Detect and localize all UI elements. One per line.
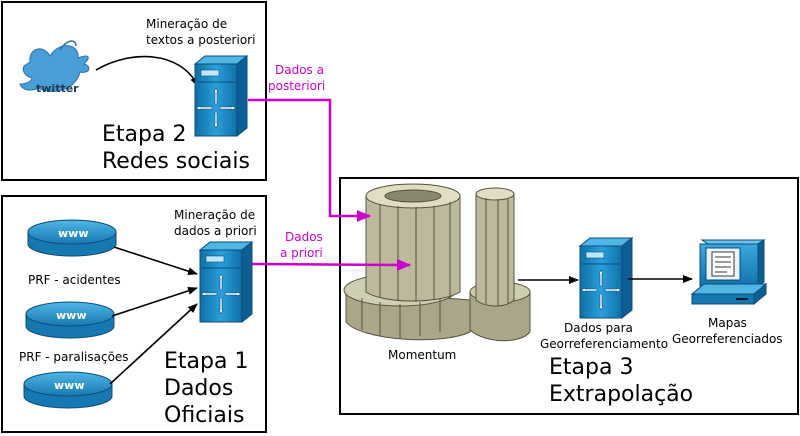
stage2-mining-line1: Mineração de: [146, 17, 227, 31]
www-badge: www: [58, 227, 89, 240]
source1-arrow: [113, 246, 198, 276]
twitter-bird-icon: twitter: [19, 40, 90, 95]
georef-label-line2: Georreferenciamento: [540, 337, 668, 351]
stage1-mining-line2: dados a priori: [174, 224, 257, 238]
www-badge: www: [54, 379, 85, 392]
posteriori-label-line1: Dados a: [275, 63, 324, 77]
momentum-label: Momentum: [388, 348, 456, 362]
stage1-title-line2: Dados: [164, 376, 233, 401]
stage2-server-icon: [193, 54, 249, 138]
priori-label-line1: Dados: [285, 230, 323, 244]
source3-arrow: [109, 303, 198, 385]
www-badge: www: [56, 309, 87, 322]
www-source-icon: www: [25, 301, 115, 339]
twitter-to-server-arrow: [95, 55, 199, 87]
maps-label-line1: Mapas: [708, 316, 747, 330]
maps-workstation-icon: [690, 239, 768, 306]
stage1-server-icon: [198, 240, 254, 324]
twitter-wordmark: twitter: [36, 82, 79, 95]
priori-label-line2: a priori: [280, 246, 323, 260]
georef-label-line1: Dados para: [564, 321, 633, 335]
momentum-supercomputer-icon: [343, 183, 531, 342]
www-source-icon: www: [23, 371, 113, 409]
priori-flow-arrow: [251, 258, 411, 271]
source2-arrow: [111, 287, 198, 317]
posteriori-label-line2: posteriori: [268, 79, 325, 93]
stage1-title-line1: Etapa 1: [164, 349, 248, 374]
stage3-title-line2: Extrapolação: [549, 382, 693, 407]
source-label-paralisacoes: PRF - paralisações: [19, 350, 129, 364]
georef-server-icon: [578, 236, 634, 320]
stage2-title-line2: Redes sociais: [102, 149, 250, 174]
source-label-acidentes: PRF - acidentes: [28, 273, 121, 287]
maps-label-line2: Georreferenciados: [672, 332, 783, 346]
stage2-title-line1: Etapa 2: [102, 122, 186, 147]
stage1-title-line3: Oficiais: [164, 403, 244, 428]
www-source-icon: www: [27, 219, 117, 257]
stage1-mining-line1: Mineração de: [174, 208, 255, 222]
stage2-mining-line2: textos a posteriori: [146, 33, 255, 47]
stage3-title-line1: Etapa 3: [549, 355, 633, 380]
posteriori-flow-arrow: [248, 98, 371, 222]
